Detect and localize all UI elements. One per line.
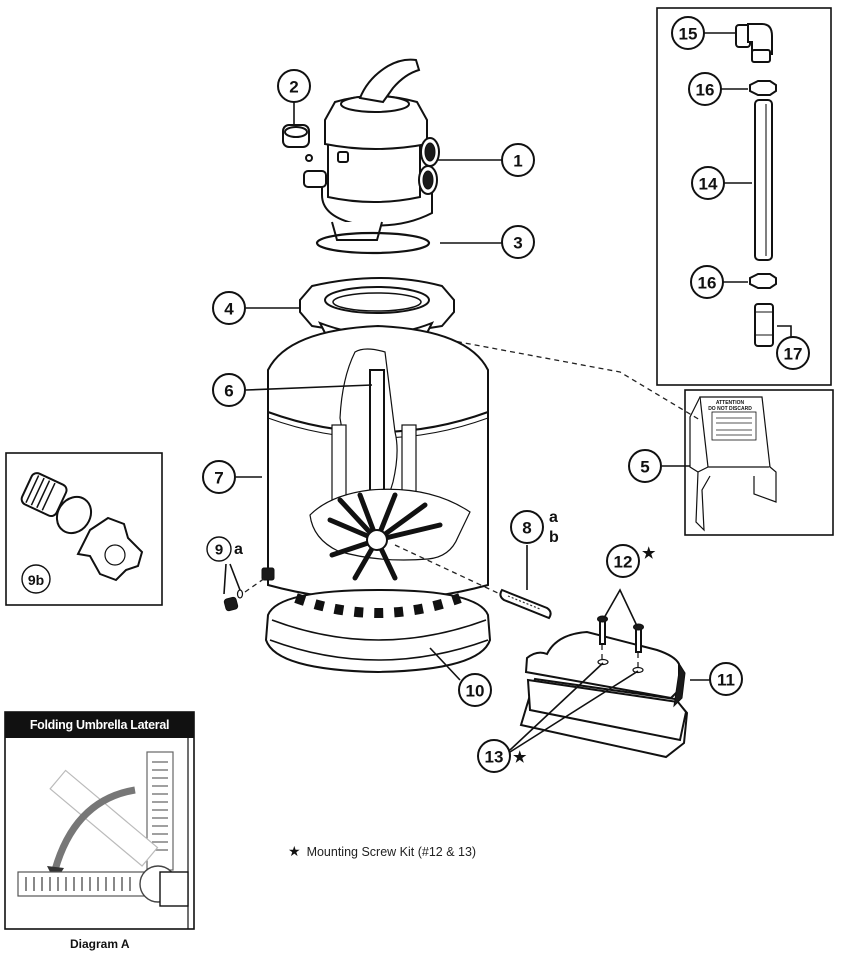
part-14-pipe xyxy=(754,99,773,261)
callout-2: 2 xyxy=(277,69,311,103)
callout-9: 9 xyxy=(206,536,232,562)
svg-text:4: 4 xyxy=(224,300,234,319)
svg-text:1: 1 xyxy=(513,152,522,171)
callout-3: 3 xyxy=(501,225,535,259)
sign-attention-text: ATTENTION xyxy=(716,400,745,406)
callout-7: 7 xyxy=(202,460,236,494)
part-2-pressure-gauge xyxy=(282,124,313,162)
svg-text:10: 10 xyxy=(466,682,485,701)
part-11-mounting-base xyxy=(519,630,689,759)
svg-text:7: 7 xyxy=(214,469,223,488)
footnote-mounting-screw-kit: ★ Mounting Screw Kit (#12 & 13) xyxy=(288,843,476,860)
diagram-a-title: Folding Umbrella Lateral Assembly xyxy=(5,712,194,758)
star-icon: ★ xyxy=(288,843,301,859)
part-16-nut-top xyxy=(749,80,777,96)
svg-text:17: 17 xyxy=(784,345,803,364)
inset-frame-sign xyxy=(684,389,834,536)
part-3-o-ring xyxy=(315,231,431,255)
callout-8: 8 xyxy=(510,510,544,544)
callout-12: 12 xyxy=(606,544,640,578)
part-17-nipple xyxy=(754,303,774,347)
inset-frame-bypass xyxy=(656,7,832,386)
svg-text:9b: 9b xyxy=(28,572,44,588)
callout-9b: 9b xyxy=(21,564,51,594)
svg-text:11: 11 xyxy=(717,671,735,690)
callout-12-star: ★ xyxy=(642,545,656,562)
svg-text:14: 14 xyxy=(699,175,718,194)
drain-dashed-line xyxy=(244,577,266,593)
svg-text:3: 3 xyxy=(513,234,522,253)
inset-frame-9b xyxy=(5,452,163,606)
callout-16-bottom: 16 xyxy=(690,265,724,299)
footnote-text: Mounting Screw Kit (#12 & 13) xyxy=(306,845,477,859)
callout-16-top: 16 xyxy=(688,72,722,106)
part-5-warning-sign: ATTENTION DO NOT DISCARD xyxy=(689,396,777,532)
callout-15: 15 xyxy=(671,16,705,50)
part-12-screws xyxy=(597,615,644,668)
callout-13-star: ★ xyxy=(513,749,527,766)
drain-port xyxy=(261,567,275,581)
sign-do-not-discard-text: DO NOT DISCARD xyxy=(708,406,752,412)
part-16-nut-bottom xyxy=(749,273,777,289)
svg-text:2: 2 xyxy=(289,78,298,97)
callout-8-suffix-b: b xyxy=(549,529,559,546)
callout-13: 13 xyxy=(477,739,511,773)
svg-text:15: 15 xyxy=(679,25,698,44)
part-15-elbow xyxy=(735,23,773,63)
svg-text:16: 16 xyxy=(698,274,717,293)
callout-9-suffix-a: a xyxy=(234,541,243,558)
diagram-a-illustration xyxy=(17,738,189,929)
callout-4: 4 xyxy=(212,291,246,325)
callout-10: 10 xyxy=(458,673,492,707)
svg-text:12: 12 xyxy=(614,553,633,572)
svg-text:9: 9 xyxy=(215,542,223,559)
sign-attachment-dashed-line xyxy=(394,329,701,421)
tube-dashed-line xyxy=(394,544,501,595)
callout-1: 1 xyxy=(501,143,535,177)
part-9b-drain-cap xyxy=(20,472,144,582)
part-9a-drain-plug xyxy=(223,589,244,612)
diagram-a-caption: Diagram A xyxy=(70,937,130,951)
callout-8-suffix-a: a xyxy=(549,509,558,526)
svg-text:6: 6 xyxy=(224,382,233,401)
callout-11: 11 xyxy=(709,662,743,696)
callout-17: 17 xyxy=(776,336,810,370)
part-1-multiport-valve xyxy=(303,58,440,241)
callout-14: 14 xyxy=(691,166,725,200)
svg-text:16: 16 xyxy=(696,81,715,100)
part-laterals xyxy=(309,488,471,581)
svg-text:13: 13 xyxy=(485,748,504,767)
part-8-tube xyxy=(499,588,552,620)
callout-6: 6 xyxy=(212,373,246,407)
callout-5: 5 xyxy=(628,449,662,483)
part-10-base xyxy=(264,588,492,674)
svg-text:5: 5 xyxy=(640,458,649,477)
svg-text:8: 8 xyxy=(522,519,531,538)
